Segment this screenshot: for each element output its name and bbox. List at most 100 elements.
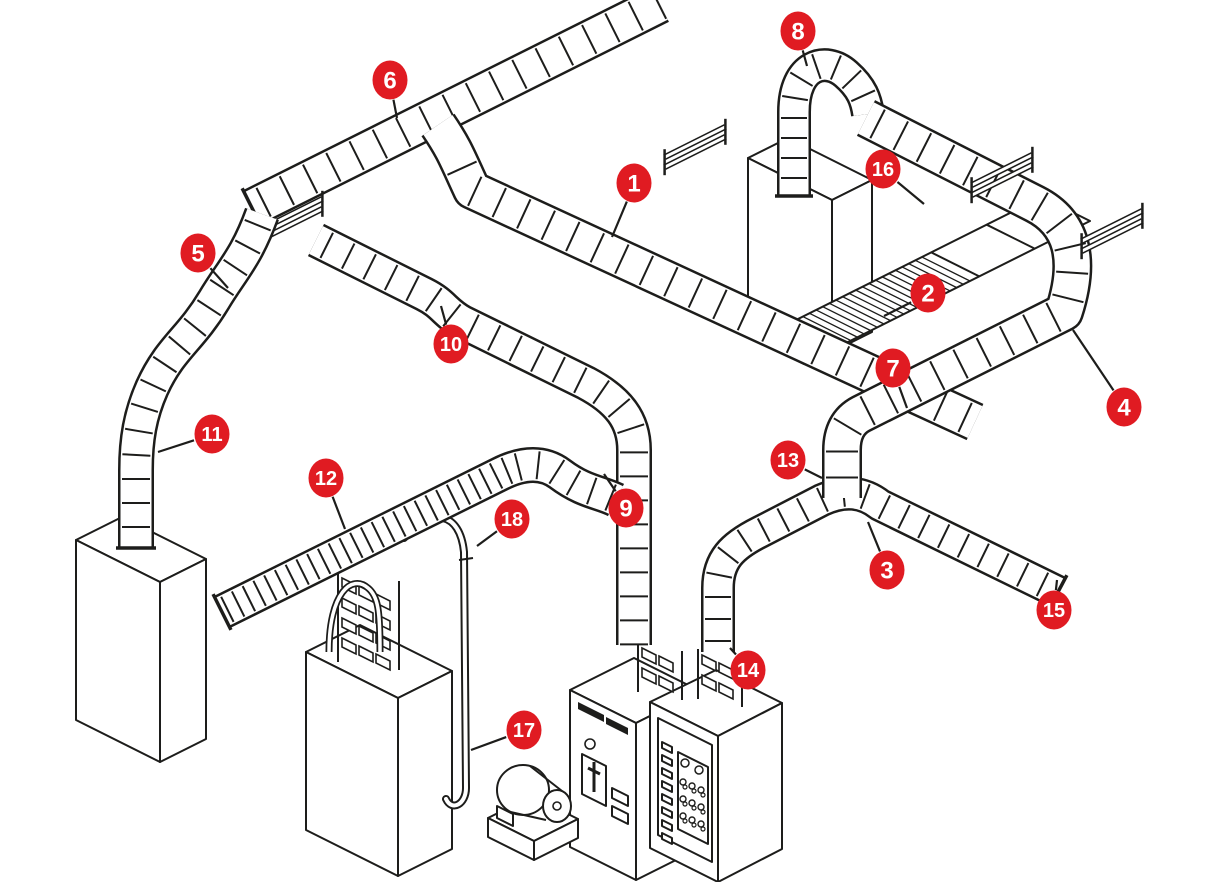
callout-leader-line xyxy=(898,386,909,409)
callout-number: 7 xyxy=(886,356,899,383)
callout-circle xyxy=(780,11,816,51)
callout-number: 15 xyxy=(1043,600,1065,622)
callout-circle xyxy=(616,163,652,203)
panel-dial xyxy=(584,738,596,750)
cable-block xyxy=(718,681,734,701)
callout-number: 4 xyxy=(1117,395,1131,422)
tray-rung xyxy=(140,378,167,393)
tray-rung xyxy=(877,494,891,520)
tray-rung xyxy=(424,494,439,521)
relay-glyph xyxy=(682,784,688,790)
tray-rung xyxy=(302,164,319,194)
i-beam-support xyxy=(663,118,727,176)
cable-block xyxy=(341,616,357,636)
tray-rung xyxy=(535,451,541,480)
tray-rung xyxy=(348,140,365,171)
callout-badge-10: 10 xyxy=(433,305,469,364)
i-beam-chord-inner xyxy=(1080,209,1144,243)
cover-seam xyxy=(930,251,980,278)
callout-number: 1 xyxy=(627,171,640,198)
callout-leader-line xyxy=(866,521,882,552)
tray-rung xyxy=(551,356,566,383)
cable-block xyxy=(641,646,657,666)
callout-circle xyxy=(875,348,911,388)
callout-number: 16 xyxy=(872,159,894,181)
cable-block xyxy=(658,654,674,674)
i-beam-chord-inner xyxy=(663,125,727,159)
tray-rung xyxy=(152,355,178,374)
callout-number: 9 xyxy=(619,496,632,523)
tray-rung xyxy=(273,569,289,596)
support-piers xyxy=(75,137,873,877)
lower-run-riser-bend-bed xyxy=(703,479,1065,652)
tray-rung xyxy=(607,398,631,418)
breaker-handle-bar xyxy=(587,766,601,776)
tray-rung xyxy=(500,457,514,485)
tray-rung xyxy=(869,109,886,139)
callout-number: 5 xyxy=(191,241,204,268)
door-vent-slot xyxy=(661,819,673,832)
callout-number: 10 xyxy=(440,334,462,356)
panel-small-rect xyxy=(611,787,629,807)
callout-leader-line xyxy=(883,301,912,317)
callout-badge-6: 6 xyxy=(372,60,408,119)
tray-rung xyxy=(957,402,973,433)
door-vent-slot xyxy=(661,780,673,793)
tray-rung xyxy=(776,507,791,532)
relay-glyph xyxy=(688,799,696,807)
tray-rung xyxy=(130,402,159,413)
mesh-hatch-line xyxy=(829,302,878,329)
tray-rung xyxy=(263,575,278,601)
cable-block xyxy=(658,674,674,694)
left-cabinet-cable-stack xyxy=(637,642,683,700)
tray-rung xyxy=(915,132,933,163)
door-vent-slot xyxy=(661,832,673,845)
tray-rung xyxy=(717,546,739,564)
relay-glyph xyxy=(691,788,697,794)
left-pier-side xyxy=(159,558,207,763)
callout-badge-9: 9 xyxy=(603,473,644,528)
callout-circle xyxy=(494,499,530,539)
callout-leader-line xyxy=(729,647,737,656)
callout-leader-line xyxy=(801,50,809,67)
tray-rung xyxy=(278,175,295,206)
tray-rung xyxy=(592,380,610,405)
hood-inner xyxy=(327,581,382,653)
callout-badge-2: 2 xyxy=(883,273,946,317)
main-ladder-run-bed xyxy=(423,115,983,438)
panel-small-rect xyxy=(611,805,629,825)
callout-badge-1: 1 xyxy=(610,163,652,238)
callout-circle xyxy=(308,458,344,498)
tray-rung xyxy=(962,156,979,186)
middle-pier-side xyxy=(397,670,453,877)
tray-rung xyxy=(810,334,826,365)
plinth-side xyxy=(533,818,579,861)
callout-number: 14 xyxy=(737,660,760,682)
panel-slot-dark xyxy=(606,717,628,735)
relay-glyph xyxy=(697,786,705,794)
callout-badge-14: 14 xyxy=(729,647,766,690)
arched-hood xyxy=(325,580,384,653)
callout-badge-7: 7 xyxy=(875,348,911,409)
cable-block xyxy=(641,666,657,686)
callout-leader-line xyxy=(1072,329,1115,391)
callout-leader-line xyxy=(392,99,399,119)
tray-rung xyxy=(736,529,753,553)
tray-rung xyxy=(370,521,385,548)
tray-rung xyxy=(196,299,222,317)
motor-on-plinth xyxy=(487,764,579,861)
i-beam-chord-inner xyxy=(663,135,727,169)
tray-rung xyxy=(833,417,862,436)
i-beam-support xyxy=(1080,202,1144,260)
lower-run-riser-bend xyxy=(701,476,1069,652)
right-loop-run-bed xyxy=(824,102,1090,498)
perforated-tray-run xyxy=(211,447,625,631)
door-vent-slot xyxy=(661,793,673,806)
tray-rung xyxy=(565,470,582,496)
tray-rung xyxy=(782,95,809,102)
tray-rung xyxy=(362,253,377,280)
callout-circle xyxy=(910,273,946,313)
perforated-tray-run-bed xyxy=(215,449,623,626)
tray-rung xyxy=(892,120,909,151)
